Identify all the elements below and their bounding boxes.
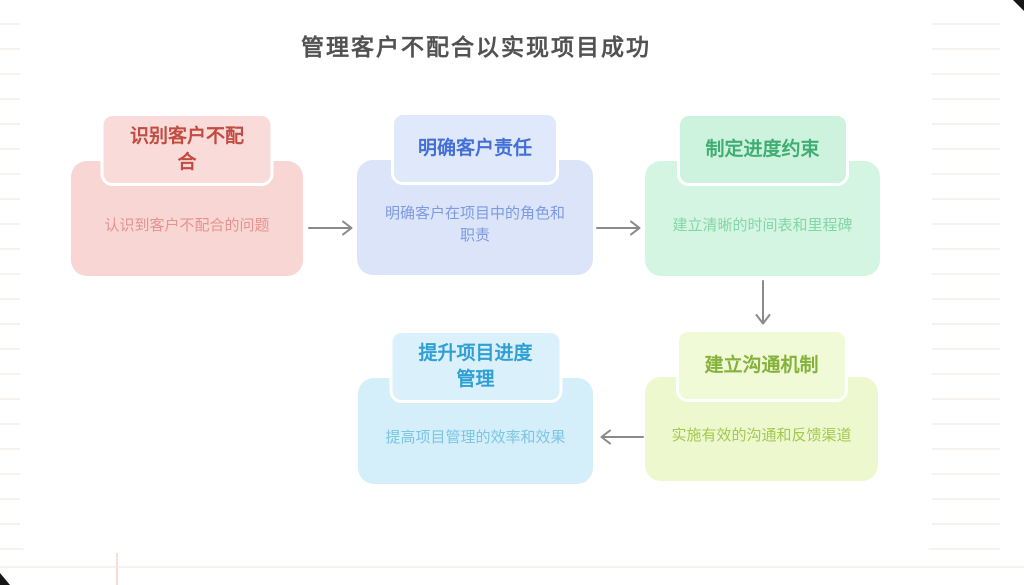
node-description: 建立清晰的时间表和里程碑 xyxy=(672,217,853,234)
page-title: 管理客户不配合以实现项目成功 xyxy=(301,35,651,60)
corner-mark-top-right xyxy=(1013,0,1024,11)
node-title: 明确客户责任 xyxy=(417,137,532,159)
node-description: 认识到客户不配合的问题 xyxy=(104,217,270,234)
node-title: 提升项目进度管理 xyxy=(418,342,533,390)
flow-node-set-schedule-constraints: 建立清晰的时间表和里程碑 制定进度约束 xyxy=(645,113,880,277)
caret-artifact xyxy=(116,553,118,585)
node-title: 识别客户不配合 xyxy=(129,125,244,173)
node-header: 明确客户责任 xyxy=(391,112,559,185)
flow-node-identify-noncooperation: 认识到客户不配合的问题 识别客户不配合 xyxy=(71,113,303,277)
node-title: 建立沟通机制 xyxy=(704,354,819,376)
node-header: 制定进度约束 xyxy=(676,113,849,186)
node-description: 明确客户在项目中的角色和职责 xyxy=(384,205,565,244)
cursor-artifact-bottom-left xyxy=(0,573,10,585)
flow-node-clarify-responsibility: 明确客户在项目中的角色和职责 明确客户责任 xyxy=(357,112,593,277)
bottom-separator-line xyxy=(0,566,1024,568)
node-description: 实施有效的沟通和反馈渠道 xyxy=(671,428,852,445)
flow-node-improve-progress-management: 提高项目管理的效率和效果 提升项目进度管理 xyxy=(358,330,593,484)
node-title: 制定进度约束 xyxy=(705,138,820,160)
node-header: 识别客户不配合 xyxy=(100,113,274,186)
node-header: 提升项目进度管理 xyxy=(389,330,562,403)
node-header: 建立沟通机制 xyxy=(675,329,848,402)
flow-node-establish-communication: 实施有效的沟通和反馈渠道 建立沟通机制 xyxy=(645,329,878,481)
node-description: 提高项目管理的效率和效果 xyxy=(385,430,566,447)
